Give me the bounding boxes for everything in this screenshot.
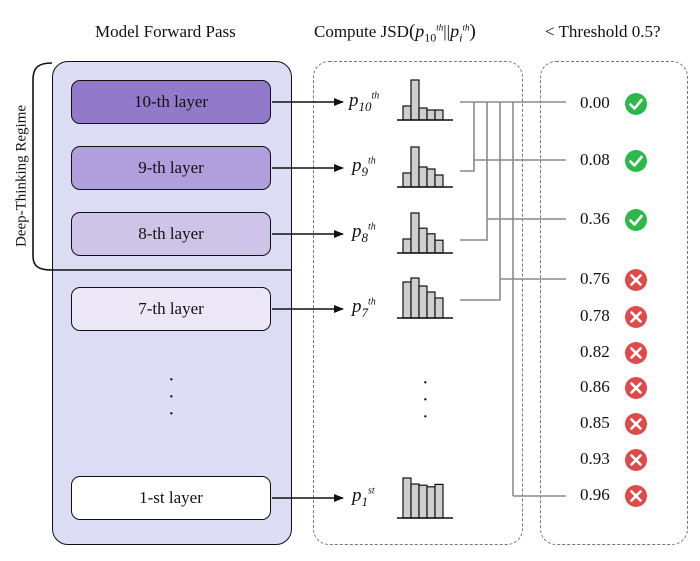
forward-pass-heading: Model Forward Pass: [95, 22, 236, 41]
jsd-value: 0.08: [580, 150, 610, 169]
layer-10-box: 10-th layer: [71, 80, 271, 124]
histogram-bar: [426, 291, 436, 319]
histogram-bar: [410, 146, 420, 188]
histogram-bar: [410, 79, 420, 121]
histogram-bar: [434, 239, 444, 254]
distribution-label-9: p9th: [352, 155, 376, 179]
jsd-value: 0.96: [580, 485, 610, 504]
jsd-value: 0.93: [580, 449, 610, 468]
jsd-heading: Compute JSD(p10th||pith): [314, 21, 476, 45]
distribution-histogram: [397, 212, 453, 254]
jsd-value: 0.85: [580, 413, 610, 432]
jsd-value: 0.78: [580, 306, 610, 325]
histogram-bar: [418, 107, 428, 121]
histogram-bar: [402, 172, 412, 188]
threshold-panel: [540, 61, 688, 545]
layer-9-box: 9-th layer: [71, 146, 271, 190]
jsd-value: 0.86: [580, 377, 610, 396]
distribution-label-8: p8th: [352, 221, 376, 245]
layer-label: 1-st layer: [139, 488, 203, 507]
cross-icon: [625, 377, 647, 399]
histogram-bar: [402, 105, 412, 121]
histogram-bar: [434, 109, 444, 121]
histogram-bar: [434, 297, 444, 319]
cross-icon: [625, 449, 647, 471]
cross-icon: [625, 342, 647, 364]
histogram-bar: [410, 277, 420, 319]
regime-brace: [32, 62, 53, 271]
histogram-bar: [402, 281, 412, 319]
histogram-bar: [418, 484, 428, 519]
cross-icon: [625, 485, 647, 507]
check-icon: [625, 93, 647, 115]
layer-8-box: 8-th layer: [71, 212, 271, 256]
histogram-bar: [418, 285, 428, 319]
jsd-value: 0.36: [580, 209, 610, 228]
threshold-heading: < Threshold 0.5?: [545, 22, 661, 41]
jsd-heading-text: Compute JSD: [314, 22, 409, 41]
histogram-bar: [402, 238, 412, 254]
distribution-label-7: p7th: [352, 296, 376, 320]
layer-ellipsis: ···: [168, 369, 175, 425]
distribution-histogram: [397, 146, 453, 188]
check-icon: [625, 209, 647, 231]
layer-1-box: 1-st layer: [71, 476, 271, 520]
histogram-bar: [402, 477, 412, 519]
histogram-bar: [410, 483, 420, 519]
connectors: [460, 101, 566, 497]
distribution-histogram: [397, 277, 453, 319]
distribution-label-1: p1st: [352, 485, 375, 509]
histogram-bar: [426, 168, 436, 188]
histogram-bar: [418, 227, 428, 254]
distribution-ellipsis: ···: [422, 372, 429, 428]
histogram-bar: [426, 109, 436, 121]
jsd-panel: [313, 61, 523, 545]
layer-label: 10-th layer: [133, 92, 209, 111]
jsd-value: 0.76: [580, 269, 610, 288]
histogram-bar: [426, 233, 436, 254]
cross-icon: [625, 306, 647, 328]
cross-icon: [625, 413, 647, 435]
jsd-value: 0.82: [580, 342, 610, 361]
layer-label: 7-th layer: [138, 299, 204, 318]
threshold-icons: [625, 93, 647, 507]
histogram-bar: [410, 212, 420, 254]
cross-icon: [625, 269, 647, 291]
histogram-bar: [434, 483, 444, 519]
jsd-value: 0.00: [580, 93, 610, 112]
histogram-bar: [434, 174, 444, 188]
distribution-histogram: [397, 477, 453, 519]
check-icon: [625, 150, 647, 172]
histograms: [397, 79, 453, 519]
layer-label: 9-th layer: [138, 158, 204, 177]
distribution-label-10: p10th: [349, 90, 380, 114]
layer-label: 8-th layer: [138, 224, 204, 243]
histogram-bar: [418, 166, 428, 188]
distribution-histogram: [397, 79, 453, 121]
layer-7-box: 7-th layer: [71, 287, 271, 331]
histogram-bar: [426, 486, 436, 519]
